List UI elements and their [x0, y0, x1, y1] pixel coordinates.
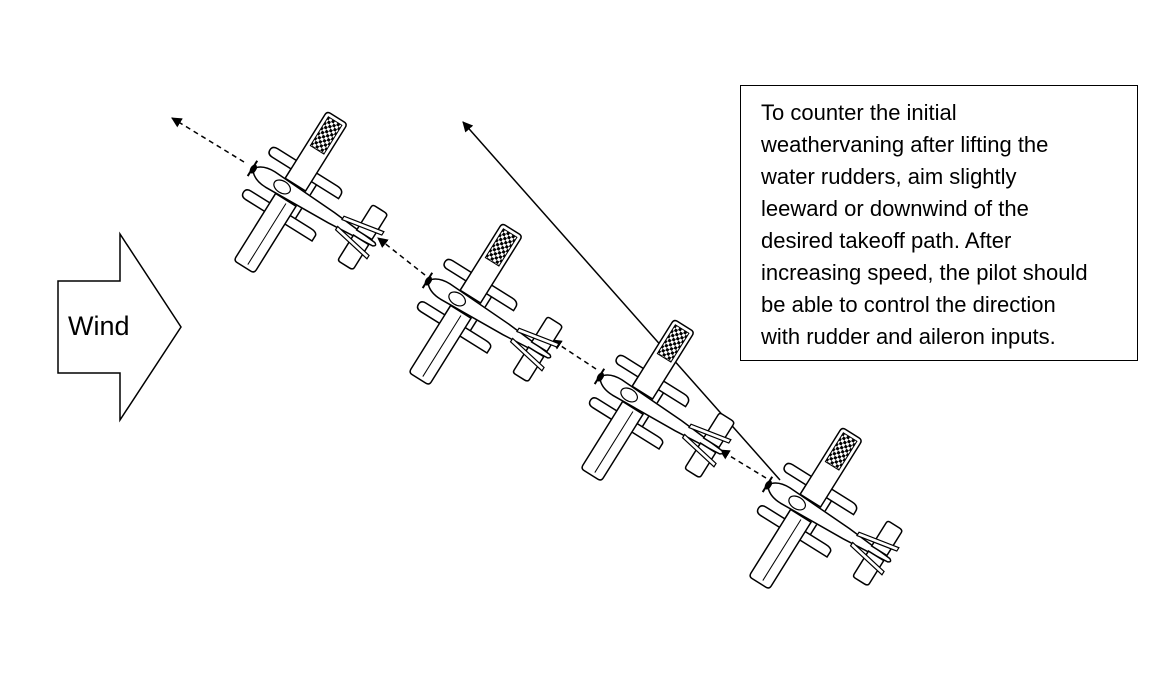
wind-label: Wind	[68, 311, 130, 341]
heading-arrow-2	[377, 237, 426, 276]
heading-arrow-4	[719, 449, 767, 479]
heading-arrow-1	[171, 117, 245, 163]
explanation-box: To counter the initial weathervaning aft…	[740, 85, 1138, 361]
seaplane-icon-2	[378, 203, 599, 433]
explanation-text: To counter the initial weathervaning aft…	[761, 100, 1088, 349]
wind-arrow	[57, 231, 182, 423]
seaplane-icon-1	[203, 91, 424, 321]
seaplane-icon-4	[718, 407, 939, 637]
seaplane-icon-3	[550, 299, 771, 529]
